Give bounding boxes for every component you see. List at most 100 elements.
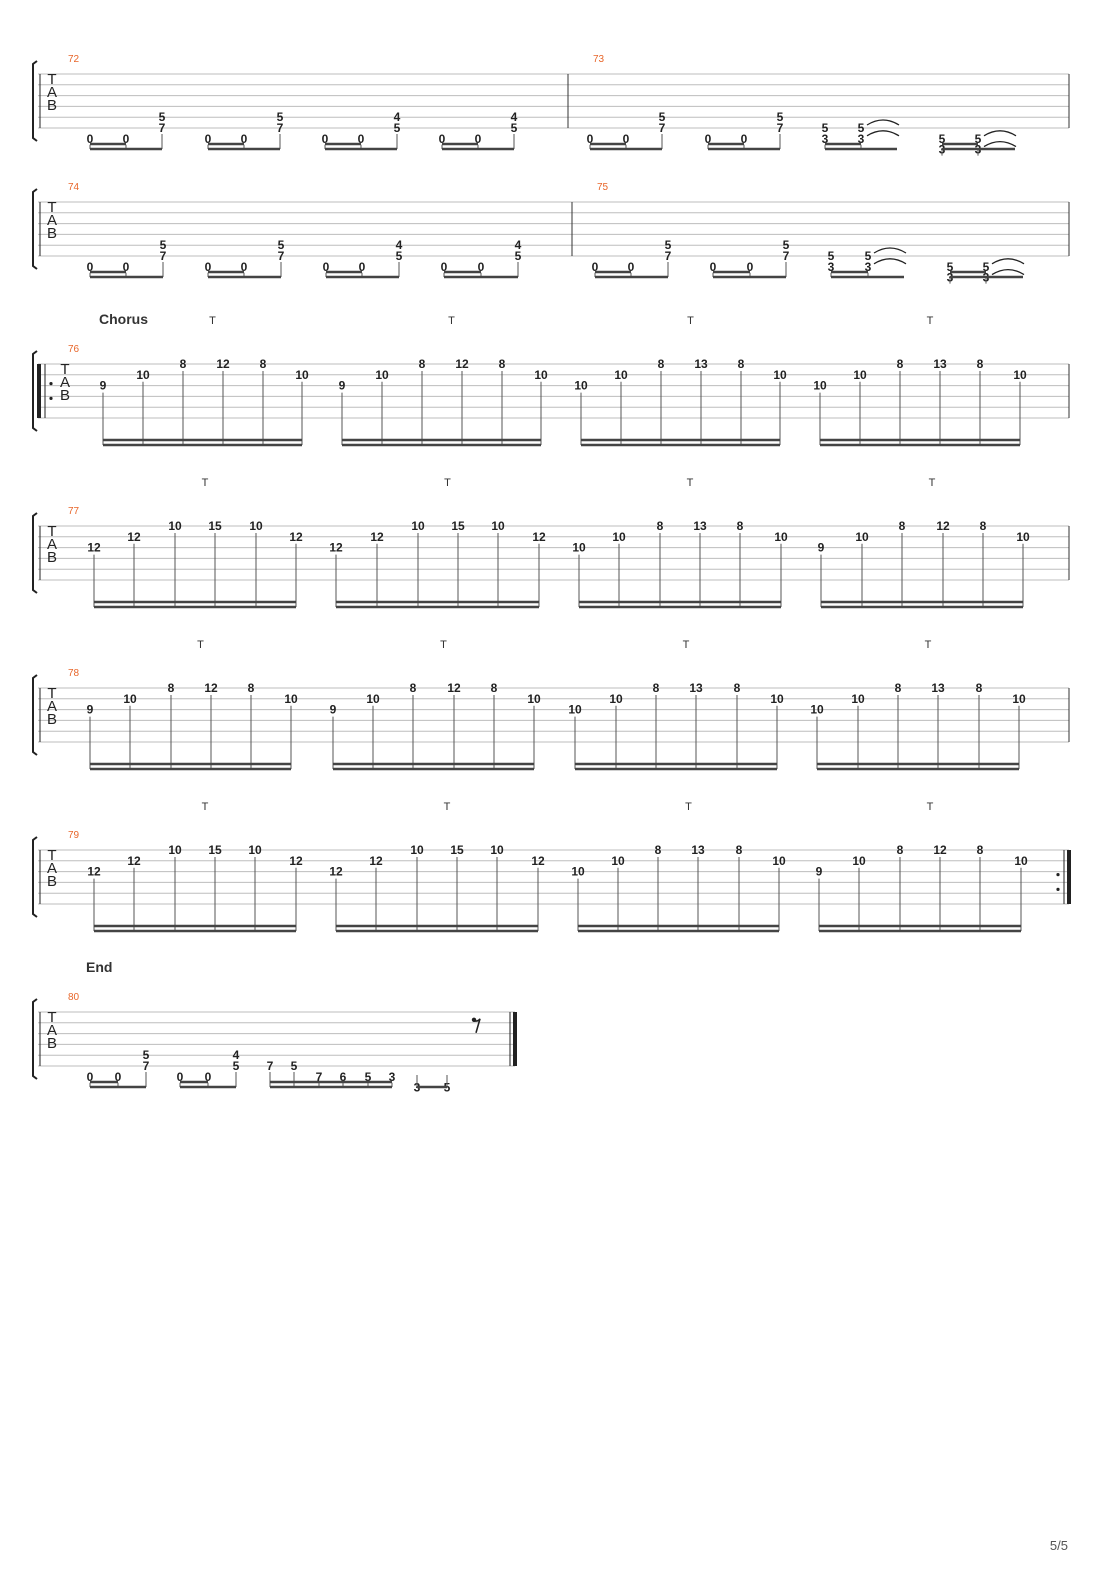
tab-clef-letter: T: [47, 199, 56, 216]
tap-marker: T: [927, 801, 934, 813]
tap-marker: T: [687, 477, 694, 489]
fret-number: 8: [976, 681, 983, 695]
tap-marker: T: [202, 801, 209, 813]
fret-number: 0: [359, 260, 366, 274]
fret-number: 7: [143, 1059, 150, 1073]
tab-clef-letter: B: [47, 1035, 57, 1052]
fret-number: 5: [159, 110, 166, 124]
fret-number: 0: [123, 260, 130, 274]
fret-number: 0: [478, 260, 485, 274]
fret-number: 5: [143, 1048, 150, 1062]
tie-arc: [873, 258, 907, 265]
system-bracket: [32, 350, 38, 432]
fret-number: 5: [783, 238, 790, 252]
tab-clef-letter: B: [47, 711, 57, 728]
fret-number: 0: [747, 260, 754, 274]
fret-number: 12: [127, 854, 141, 868]
fret-number: 10: [284, 692, 298, 706]
system-bracket: [32, 836, 38, 918]
tab-clef-letter: B: [47, 97, 57, 114]
fret-number: 12: [369, 854, 383, 868]
tie-arc: [991, 258, 1025, 265]
fret-number: 3: [858, 132, 865, 146]
fret-number: 15: [208, 843, 222, 857]
tab-system: TAB720057005700450045730057005753535353: [32, 54, 1070, 157]
tie-arc: [866, 119, 900, 126]
fret-number: 12: [447, 681, 461, 695]
fret-number: 10: [572, 541, 586, 555]
fret-number: 12: [933, 843, 947, 857]
fret-number: 12: [289, 530, 303, 544]
fret-number: 10: [366, 692, 380, 706]
fret-number: 5: [396, 249, 403, 263]
fret-number: 8: [499, 357, 506, 371]
tie-arc: [983, 130, 1017, 137]
fret-number: 13: [933, 357, 947, 371]
fret-number: 12: [532, 530, 546, 544]
measure-number: 77: [68, 506, 80, 517]
tap-marker: T: [197, 639, 204, 651]
fret-number: 5: [983, 260, 990, 274]
fret-number: 3: [389, 1070, 396, 1084]
tap-marker: T: [687, 315, 694, 327]
tab-clef-letter: A: [47, 536, 57, 553]
fret-number: 0: [623, 132, 630, 146]
fret-number: 10: [770, 692, 784, 706]
repeat-dot: [49, 382, 53, 386]
eighth-rest-stem: [473, 1018, 481, 1034]
fret-number: 9: [816, 865, 823, 879]
fret-number: 13: [694, 357, 708, 371]
fret-number: 10: [612, 530, 626, 544]
fret-number: 10: [410, 843, 424, 857]
fret-number: 9: [339, 379, 346, 393]
fret-number: 5: [515, 249, 522, 263]
fret-number: 7: [665, 249, 672, 263]
fret-number: 8: [977, 357, 984, 371]
fret-number: 13: [689, 681, 703, 695]
fret-number: 12: [289, 854, 303, 868]
fret-number: 0: [205, 260, 212, 274]
fret-number: 5: [277, 110, 284, 124]
system-bracket: [32, 188, 38, 270]
tap-marker: T: [448, 315, 455, 327]
tap-marker: T: [925, 639, 932, 651]
fret-number: 10: [534, 368, 548, 382]
fret-number: 0: [123, 132, 130, 146]
fret-number: 10: [571, 865, 585, 879]
tab-system: TAB740057005700450045750057005753535353: [32, 182, 1070, 285]
fret-number: 12: [127, 530, 141, 544]
fret-number: 7: [160, 249, 167, 263]
fret-number: 8: [410, 681, 417, 695]
fret-number: 0: [323, 260, 330, 274]
tab-clef-letter: A: [47, 1022, 57, 1039]
fret-number: 5: [291, 1059, 298, 1073]
fret-number: 5: [659, 110, 666, 124]
fret-number: 9: [330, 703, 337, 717]
tab-clef-letter: A: [47, 698, 57, 715]
fret-number: 4: [396, 238, 403, 252]
section-label: End: [86, 959, 112, 975]
repeat-dot: [1056, 887, 1060, 892]
fret-number: 12: [531, 854, 545, 868]
fret-number: 12: [204, 681, 218, 695]
tab-clef-letter: A: [47, 84, 57, 101]
fret-number: 5: [394, 121, 401, 135]
fret-number: 10: [855, 530, 869, 544]
fret-number: 8: [260, 357, 267, 371]
fret-number: 13: [693, 519, 707, 533]
tab-clef-letter: B: [60, 387, 70, 404]
tab-clef-letter: A: [47, 212, 57, 229]
fret-number: 8: [658, 357, 665, 371]
fret-number: 0: [710, 260, 717, 274]
fret-number: 4: [515, 238, 522, 252]
fret-number: 8: [653, 681, 660, 695]
fret-number: 8: [897, 357, 904, 371]
fret-number: 8: [738, 357, 745, 371]
fret-number: 5: [975, 132, 982, 146]
fret-number: 13: [691, 843, 705, 857]
fret-number: 10: [411, 519, 425, 533]
fret-number: 5: [939, 132, 946, 146]
tap-marker: T: [440, 639, 447, 651]
